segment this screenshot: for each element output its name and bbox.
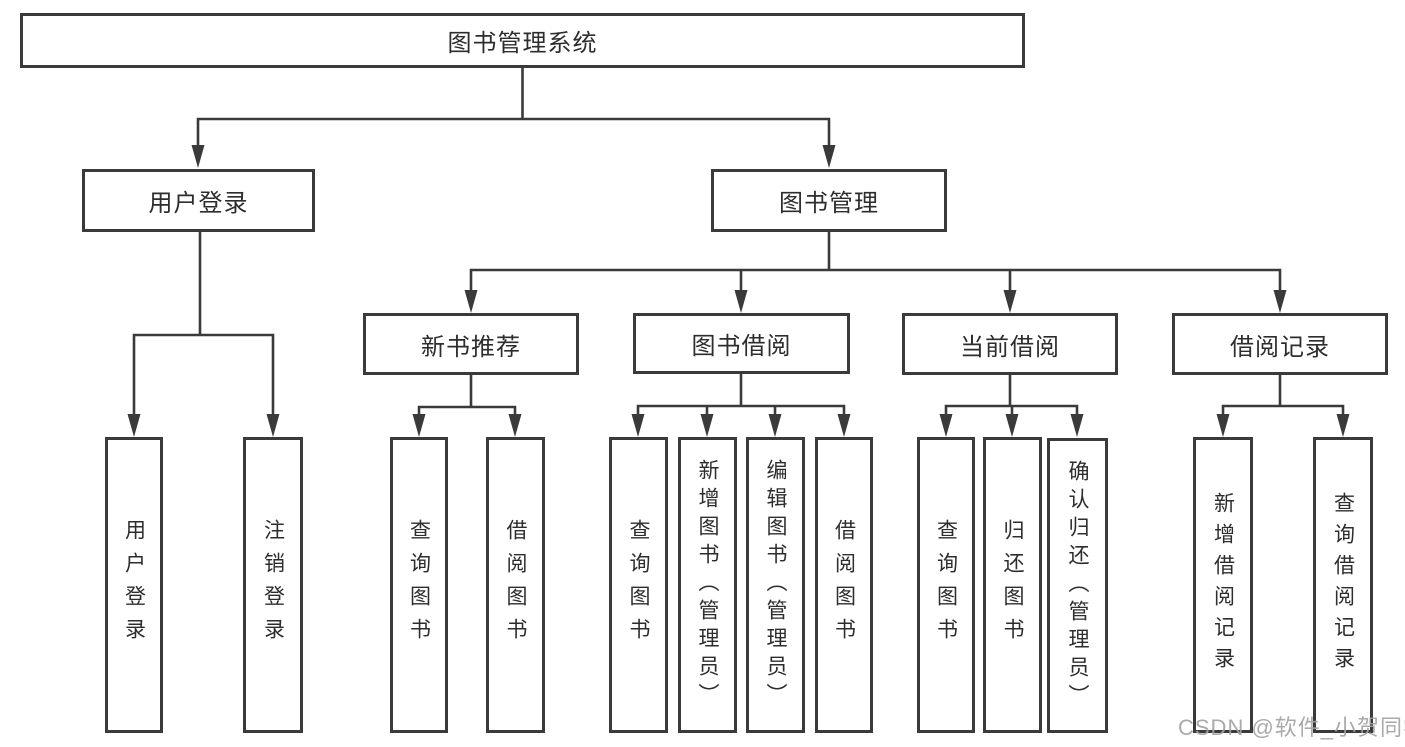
arrowhead <box>700 414 714 437</box>
leaf-logout: 注销登录 <box>243 437 303 733</box>
arrowhead <box>1003 290 1017 313</box>
node-current-borrow: 当前借阅 <box>902 313 1118 375</box>
leaf-record-query-label: 查询借阅记录 <box>1331 492 1355 678</box>
node-book-management-label: 图书管理 <box>779 190 879 217</box>
node-book-borrow: 图书借阅 <box>633 313 850 374</box>
leaf-record-add-label: 新增借阅记录 <box>1211 492 1235 678</box>
leaf-record-query: 查询借阅记录 <box>1313 437 1373 733</box>
node-new-book-recommend-label: 新书推荐 <box>421 333 521 361</box>
arrowheads <box>127 145 1350 437</box>
leaf-borrow-borrow: 借阅图书 <box>815 437 873 733</box>
node-borrow-record-label: 借阅记录 <box>1230 333 1330 361</box>
leaf-current-return-label: 归还图书 <box>1001 519 1024 651</box>
connector-user-login-children <box>132 230 275 420</box>
node-book-borrow-label: 图书借阅 <box>691 333 792 360</box>
arrowhead <box>734 290 748 313</box>
arrowhead <box>191 145 205 168</box>
connector-borrow-record-children <box>1221 373 1345 422</box>
connector-current-borrow-children <box>944 373 1079 422</box>
leaf-borrow-add: 新增图书（管理员） <box>678 437 737 733</box>
arrowhead <box>631 414 645 437</box>
arrowhead <box>1216 414 1230 437</box>
leaf-borrow-query: 查询图书 <box>609 437 668 733</box>
arrowhead <box>464 290 478 313</box>
connector-book-management-children <box>469 230 1282 297</box>
arrowhead <box>768 414 782 437</box>
leaf-borrow-borrow-label: 借阅图书 <box>832 519 856 651</box>
leaf-user-login-label: 用户登录 <box>122 519 146 651</box>
leaf-current-return: 归还图书 <box>983 437 1042 733</box>
leaf-recommend-query-label: 查询图书 <box>407 519 431 651</box>
leaf-record-add: 新增借阅记录 <box>1193 437 1253 733</box>
node-user-login-label: 用户登录 <box>148 190 249 217</box>
arrowhead <box>939 414 953 437</box>
leaf-recommend-borrow-label: 借阅图书 <box>504 519 527 651</box>
arrowhead <box>1070 414 1084 437</box>
node-new-book-recommend: 新书推荐 <box>363 313 579 375</box>
leaf-current-confirm: 确认归还（管理员） <box>1047 438 1108 733</box>
leaf-current-confirm-label: 确认归还（管理员） <box>1066 459 1089 712</box>
arrowhead <box>1273 290 1287 313</box>
arrowhead <box>822 145 836 168</box>
connector-root-to-level2 <box>196 66 831 152</box>
node-root: 图书管理系统 <box>20 13 1025 68</box>
arrowhead <box>127 414 141 437</box>
arrowhead <box>837 414 851 437</box>
node-current-borrow-label: 当前借阅 <box>960 333 1060 361</box>
leaf-current-query-label: 查询图书 <box>934 519 958 651</box>
leaf-borrow-query-label: 查询图书 <box>627 519 650 651</box>
connector-book-borrow-children <box>636 372 846 422</box>
arrowhead <box>508 414 522 437</box>
leaf-recommend-borrow: 借阅图书 <box>486 437 545 733</box>
csdn-watermark: CSDN @软件_小贺同学 <box>1178 715 1405 740</box>
arrowhead <box>1005 414 1019 437</box>
leaf-logout-label: 注销登录 <box>261 519 285 651</box>
node-borrow-record: 借阅记录 <box>1172 313 1388 375</box>
leaf-borrow-add-label: 新增图书（管理员） <box>696 459 719 711</box>
leaf-borrow-edit-label: 编辑图书（管理员） <box>764 459 787 711</box>
node-book-management: 图书管理 <box>711 169 947 232</box>
node-root-label: 图书管理系统 <box>447 30 598 57</box>
leaf-user-login: 用户登录 <box>105 437 163 733</box>
leaf-current-query: 查询图书 <box>917 437 975 733</box>
connector-new-book-recommend-children <box>417 373 517 422</box>
leaf-borrow-edit: 编辑图书（管理员） <box>746 437 805 733</box>
leaf-recommend-query: 查询图书 <box>390 437 448 733</box>
arrowhead <box>1336 414 1350 437</box>
node-user-login: 用户登录 <box>82 169 315 232</box>
arrowhead <box>412 414 426 437</box>
arrowhead <box>266 414 280 437</box>
